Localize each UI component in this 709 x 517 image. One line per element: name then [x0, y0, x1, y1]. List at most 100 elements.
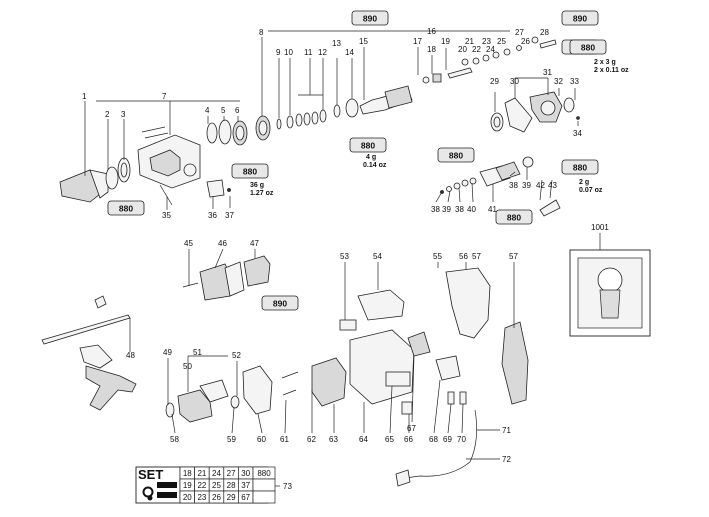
part-number: 42 — [536, 181, 545, 190]
part-number: 16 — [427, 27, 436, 36]
part-number: 36 — [208, 211, 217, 220]
part-number: 71 — [502, 426, 511, 435]
part-number: 19 — [441, 37, 450, 46]
part-number: 25 — [497, 37, 506, 46]
set-cell: 18 — [183, 469, 192, 478]
set-cell: 21 — [197, 469, 206, 478]
part-number: 18 — [427, 45, 436, 54]
part-number: 61 — [280, 435, 289, 444]
part-number: 21 — [465, 37, 474, 46]
part-number: 5 — [221, 106, 226, 115]
part-number: 27 — [515, 28, 524, 37]
part-number: 64 — [359, 435, 368, 444]
set-cell-box — [252, 478, 276, 492]
svg-text:880: 880 — [449, 151, 463, 161]
grease-tube: 880 — [569, 39, 607, 55]
part-number: 68 — [429, 435, 438, 444]
set-cell: 24 — [212, 469, 221, 478]
part-number: 12 — [318, 48, 327, 57]
part-number: 67 — [407, 424, 416, 433]
part-number: 8 — [259, 28, 264, 37]
part-number: 3 — [121, 110, 126, 119]
part-number: 43 — [548, 181, 557, 190]
part-number: 9 — [276, 48, 281, 57]
set-cell: 20 — [183, 493, 192, 502]
part-number: 39 — [522, 181, 531, 190]
part-number: 57 — [472, 252, 481, 261]
motor-group — [165, 267, 529, 487]
part-number: 62 — [307, 435, 316, 444]
part-number: 28 — [540, 28, 549, 37]
svg-text:890: 890 — [363, 14, 377, 24]
part-number: 60 — [257, 435, 266, 444]
part-number: 32 — [554, 77, 563, 86]
part-number: 7 — [162, 92, 167, 101]
svg-text:880: 880 — [573, 163, 587, 173]
grease-tubes: 890 890 880 880 880 880 880 880 — [107, 10, 629, 311]
part-number: 6 — [235, 106, 240, 115]
part-number: 1001 — [591, 223, 609, 232]
part-numbers: 1 2 3 4 5 6 7 8 9 10 11 12 13 14 15 16 1… — [82, 27, 609, 491]
set-cell: 23 — [197, 493, 206, 502]
grease-tube: 880 — [107, 200, 145, 216]
part-number: 30 — [510, 77, 519, 86]
svg-text:880: 880 — [507, 213, 521, 223]
part-number: 29 — [490, 77, 499, 86]
part-number: 14 — [345, 48, 354, 57]
part-number: 63 — [329, 435, 338, 444]
set-cell: 19 — [183, 481, 192, 490]
set-cell: 37 — [241, 481, 250, 490]
grease-tube: 890 — [561, 10, 599, 26]
part-number: 53 — [340, 252, 349, 261]
part-number: 33 — [570, 77, 579, 86]
part-number: 1 — [82, 92, 87, 101]
set-cell-box — [252, 490, 276, 504]
spindle-group — [255, 36, 580, 141]
part-number: 10 — [284, 48, 293, 57]
part-number: 34 — [573, 129, 582, 138]
svg-text:880: 880 — [119, 204, 133, 214]
part-number: 70 — [457, 435, 466, 444]
grease-tube: 880 — [437, 147, 475, 163]
set-cell: 880 — [257, 469, 271, 478]
grease-tube: 880 — [349, 137, 387, 153]
svg-text:880: 880 — [581, 43, 595, 53]
set-cell: 26 — [212, 493, 221, 502]
grease-tube: 890 — [351, 10, 389, 26]
part-number: 66 — [404, 435, 413, 444]
inset-1001 — [569, 233, 651, 337]
set-cell: 67 — [241, 493, 250, 502]
part-number: 22 — [472, 45, 481, 54]
part-number: 50 — [183, 362, 192, 371]
part-number: 35 — [162, 211, 171, 220]
part-number: 72 — [502, 455, 511, 464]
part-number: 73 — [283, 482, 292, 491]
part-number: 26 — [521, 37, 530, 46]
part-number: 47 — [250, 239, 259, 248]
set-cell: 22 — [197, 481, 206, 490]
part-number: 58 — [170, 435, 179, 444]
part-number: 31 — [543, 68, 552, 77]
svg-text:880: 880 — [243, 167, 257, 177]
part-number: 2 — [105, 110, 110, 119]
set-cell: 29 — [227, 493, 236, 502]
set-cell: 28 — [227, 481, 236, 490]
grease-tube: 890 — [261, 295, 299, 311]
part-number: 57 — [509, 252, 518, 261]
part-number: 40 — [467, 205, 476, 214]
grease-tube: 880 — [561, 159, 599, 175]
part-number: 13 — [332, 39, 341, 48]
part-number: 56 — [459, 252, 468, 261]
part-number: 51 — [193, 348, 202, 357]
part-number: 55 — [433, 252, 442, 261]
part-number: 38 — [455, 205, 464, 214]
part-number: 52 — [232, 351, 241, 360]
set-cell: 27 — [227, 469, 236, 478]
svg-text:890: 890 — [573, 14, 587, 24]
part-number: 69 — [443, 435, 452, 444]
set-cell: 25 — [212, 481, 221, 490]
leader-lines — [84, 30, 579, 487]
part-number: 41 — [488, 205, 497, 214]
